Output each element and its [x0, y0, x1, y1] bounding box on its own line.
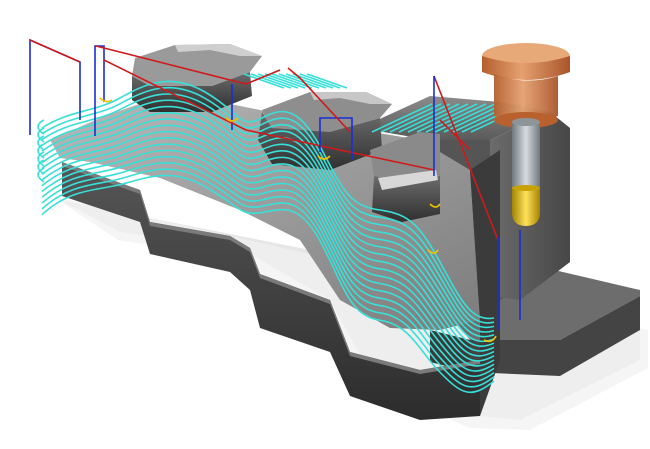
cut-pass-top	[292, 73, 334, 89]
cut-pass-top	[425, 103, 487, 133]
cut-pass-top	[371, 103, 433, 133]
cut-pass	[41, 118, 495, 347]
rapid-move-8	[287, 67, 351, 133]
rapid-move-13	[439, 119, 471, 151]
rapid-move-6	[103, 59, 435, 171]
cut-pass	[41, 174, 495, 393]
cut-pass	[41, 130, 495, 357]
toolpath-lead-arcs	[99, 97, 497, 343]
cut-pass	[41, 155, 495, 378]
cut-pass-top	[285, 73, 327, 89]
cut-pass	[41, 149, 495, 372]
cut-pass-top	[306, 73, 348, 89]
cut-pass	[41, 93, 495, 329]
cut-pass-lead	[37, 151, 45, 167]
cut-pass	[41, 99, 495, 333]
cut-pass-lead	[37, 143, 45, 159]
cut-pass	[41, 86, 495, 324]
rapid-move-4	[95, 45, 281, 85]
tool-shank	[512, 122, 540, 190]
cut-pass-top	[243, 73, 285, 89]
cut-pass	[41, 105, 495, 338]
cutting-tool-icon	[482, 43, 570, 226]
cut-pass	[41, 143, 495, 367]
base-plate-front	[470, 296, 640, 376]
cut-pass	[41, 168, 495, 388]
cut-pass-top	[250, 73, 292, 89]
cut-pass-top	[407, 103, 469, 133]
cut-pass-lead	[37, 159, 45, 175]
tool-holder-flange	[482, 56, 570, 80]
cut-pass	[41, 111, 495, 343]
cut-pass-top	[380, 103, 442, 133]
boss-right	[370, 132, 440, 222]
cut-pass	[41, 162, 495, 383]
tool-tip	[512, 188, 540, 226]
cut-pass	[41, 124, 495, 352]
part-end-face	[470, 150, 500, 416]
cut-pass-lead	[37, 127, 45, 143]
cut-pass-lead	[37, 167, 45, 183]
rapid-move-3	[94, 45, 105, 136]
tool-holder-body	[494, 74, 558, 122]
cut-pass-top	[264, 73, 306, 89]
cut-pass-lead	[37, 119, 45, 135]
cut-pass-lead	[37, 135, 45, 151]
cut-pass-top	[271, 73, 313, 89]
cut-pass-top	[416, 103, 478, 133]
toolpath-rapid-moves	[29, 38, 521, 330]
cut-pass-top	[434, 103, 496, 133]
cut-pass	[41, 137, 495, 362]
rapid-move-9	[433, 75, 499, 241]
rapid-move-2	[29, 39, 81, 63]
cut-pass-top	[389, 103, 451, 133]
cut-pass-top	[278, 73, 320, 89]
cut-pass-top	[398, 103, 460, 133]
cut-pass	[41, 80, 495, 320]
cut-pass-top	[299, 73, 341, 89]
